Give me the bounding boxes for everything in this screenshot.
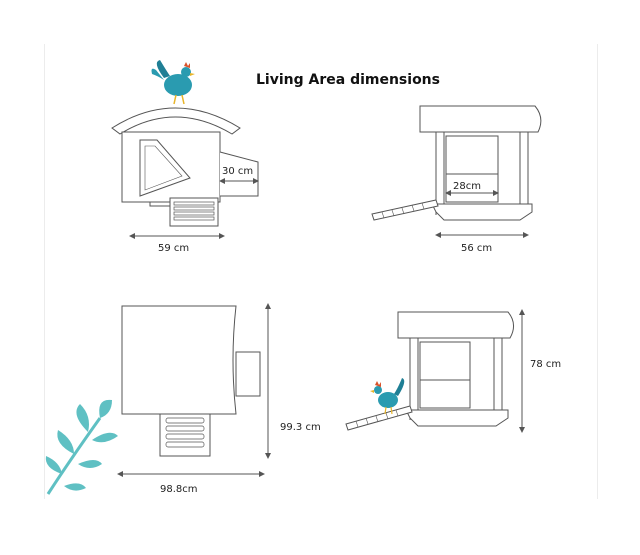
side-view-drawing: [371, 105, 542, 238]
right-edge-rule: [597, 44, 598, 499]
left-edge-rule: [44, 44, 45, 499]
dimension-top-depth: 99.3 cm: [280, 422, 321, 433]
dimension-front-width: 59 cm: [158, 243, 190, 254]
dimension-side-width: 56 cm: [461, 243, 493, 254]
dimension-side-height: 78 cm: [530, 359, 562, 370]
rooster-icon: [151, 60, 195, 105]
top-view-drawing: [117, 303, 271, 477]
side-height-view-drawing: [345, 309, 525, 433]
front-view-drawing: [111, 107, 259, 239]
dimension-top-width: 98.8cm: [160, 484, 198, 495]
dimension-ramp-offset: 30 cm: [222, 166, 254, 177]
leaf-sprig-icon: [45, 399, 118, 495]
dimension-inner-box-width: 28cm: [453, 181, 481, 192]
rooster-icon: [370, 378, 405, 415]
page-title: Living Area dimensions: [256, 72, 440, 88]
